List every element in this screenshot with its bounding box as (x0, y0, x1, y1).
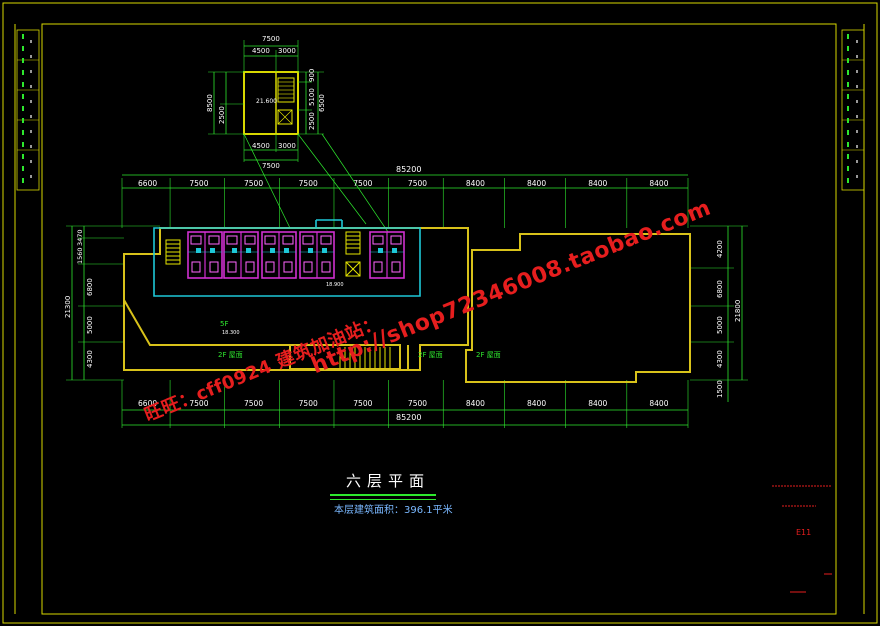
bay-dim-label: 7500 (408, 399, 427, 408)
right-dimension-chain: 4200 6800 5000 4300 1500 21800 (690, 225, 748, 402)
right-dim-4: 4300 (716, 350, 724, 368)
left-dim-total: 21300 (64, 296, 72, 318)
title-underline (330, 494, 436, 500)
grid-lines (121, 178, 689, 428)
title-block: E11 (772, 485, 832, 593)
detail-right-2: 5100 (308, 88, 316, 106)
room-module (299, 231, 335, 279)
bay-dim-label: 7500 (353, 399, 372, 408)
bay-dim-label: 8400 (527, 179, 546, 188)
right-dim-1: 4200 (716, 240, 724, 258)
detail-bottom-part-1: 4500 (252, 142, 270, 150)
right-dim-3: 5000 (716, 316, 724, 334)
building-outline (153, 219, 421, 297)
stair-detail: 21.600 7500 4500 3000 4500 3000 7500 250… (206, 35, 389, 233)
bay-dim-label: 8400 (466, 179, 485, 188)
detail-top-part-1: 4500 (252, 47, 270, 55)
detail-right-3: 900 (308, 69, 316, 82)
right-dim-5: 1500 (716, 380, 724, 398)
top-dimension-chain: 85200 6600 7500 7500 7500 7500 7500 8400 8400 84… (122, 165, 688, 189)
sheet-stamp: E11 (796, 528, 811, 537)
detail-left-2: 8500 (206, 94, 214, 112)
detail-top-part-2: 3000 (278, 47, 296, 55)
bay-dim-label: 7500 (299, 399, 318, 408)
steps (339, 347, 391, 368)
detail-top-total: 7500 (262, 35, 280, 43)
bay-dim-label: 8400 (466, 399, 485, 408)
left-dim-1: 1560 (76, 247, 84, 264)
bottom-total-dim: 85200 (396, 413, 421, 422)
bay-dim-label: 7500 (244, 399, 263, 408)
room-module (187, 231, 223, 279)
top-total-dim: 85200 (396, 165, 421, 174)
bay-dim-label: 8400 (588, 399, 607, 408)
detail-bottom-total: 7500 (262, 162, 280, 170)
detail-right-1: 2500 (308, 112, 316, 130)
room-module (261, 231, 297, 279)
bay-dim-label: 8400 (588, 179, 607, 188)
bay-dim-label: 6600 (138, 179, 157, 188)
outer-walls (123, 227, 691, 383)
left-dimension-chain: 1560 3470 6800 5000 4300 21300 (64, 225, 160, 381)
bay-dim-label: 7500 (353, 179, 372, 188)
left-dim-5: 4300 (86, 350, 94, 368)
room-module (223, 231, 259, 279)
detail-right-4: 6500 (318, 94, 326, 112)
drawing-frame (41, 23, 837, 615)
label-5f: 5F (220, 320, 228, 328)
label-2f-roof-2: 2F 屋面 (418, 351, 443, 359)
bay-dim-label: 7500 (408, 179, 427, 188)
label-2f-roof-1: 2F 屋面 (218, 351, 243, 359)
bay-dim-label: 7500 (299, 179, 318, 188)
bay-dim-label: 7500 (189, 179, 208, 188)
guest-rooms (187, 231, 405, 279)
detail-bottom-part-2: 3000 (278, 142, 296, 150)
detail-left-1: 2500 (218, 106, 226, 124)
room-module (369, 231, 405, 279)
left-dim-3: 6800 (86, 278, 94, 296)
stair-core (165, 231, 361, 277)
bottom-dimension-chain: 85200 6600 7500 7500 7500 7500 7500 8400 8400 84… (122, 399, 688, 426)
bay-dim-label: 8400 (527, 399, 546, 408)
bay-dim-label: 8400 (649, 179, 668, 188)
bay-dim-label: 7500 (244, 179, 263, 188)
right-dim-2: 6800 (716, 280, 724, 298)
bay-dim-label: 6600 (138, 399, 157, 408)
right-title-strip (841, 29, 865, 191)
label-2f-roof-3: 2F 屋面 (476, 351, 501, 359)
stair-level: 21.600 (256, 98, 277, 105)
right-dim-total: 21800 (734, 300, 742, 322)
level-18300: 18.300 (222, 330, 240, 336)
left-dim-2: 3470 (76, 229, 84, 246)
bay-dim-label: 8400 (649, 399, 668, 408)
level-18900: 18.900 (326, 282, 344, 288)
bay-dim-label: 7500 (189, 399, 208, 408)
plan-title: 六层平面 (345, 472, 430, 490)
left-title-strip (16, 29, 40, 191)
left-dim-4: 5000 (86, 316, 94, 334)
floor-area-note: 本层建筑面积：396.1平米 (334, 505, 453, 516)
